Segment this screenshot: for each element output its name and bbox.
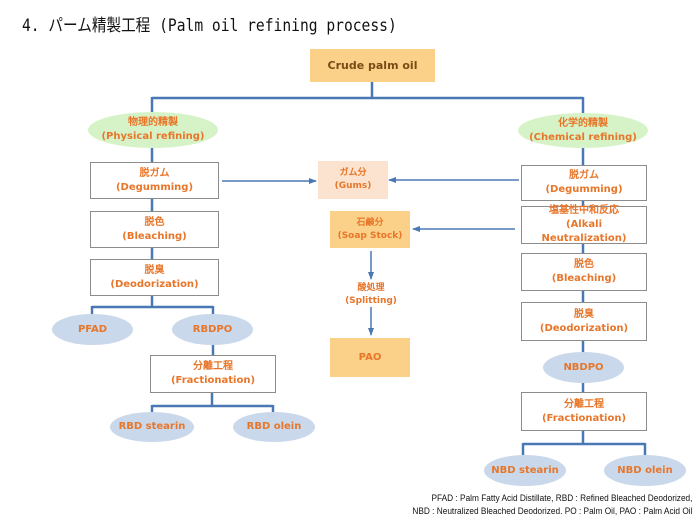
chemical-refining-en: (Chemical refining): [529, 131, 637, 143]
splitting-en: (Splitting): [345, 296, 397, 306]
physical-deodorization-node: 脱臭 (Deodorization): [90, 259, 219, 296]
step-en: (Degumming): [545, 184, 623, 195]
legend-line-2: NBD : Neutralized Bleached Deodorized. P…: [411, 506, 692, 516]
physical-degumming-node: 脱ガム (Degumming): [90, 162, 219, 199]
physical-refining-node: 物理的精製 (Physical refining): [88, 112, 218, 148]
nbdpo-label: NBDPO: [563, 361, 604, 373]
pao-label: PAO: [358, 351, 382, 363]
gums-en: (Gums): [334, 181, 372, 191]
step-jp: 脱色: [144, 216, 165, 228]
page-title: 4. パーム精製工程 (Palm oil refining process): [22, 16, 397, 36]
step-jp: 脱臭: [144, 264, 165, 276]
chemical-alkali-neutralization-node: 塩基性中和反応 (Alkali Neutralization): [521, 205, 647, 244]
pfad-node: PFAD: [52, 314, 133, 345]
step-jp: 脱ガム: [569, 170, 599, 181]
soap-stock-node: 石鹸分 (Soap Stock): [330, 211, 410, 248]
step-en: (Deodorization): [539, 322, 629, 334]
step-en: (Degumming): [115, 181, 194, 193]
chemical-refining-node: 化学的精製 (Chemical refining): [518, 113, 648, 148]
crude-palm-oil-node: Crude palm oil: [310, 49, 435, 82]
step-en: (Deodorization): [110, 278, 199, 290]
nbd-olein-node: NBD olein: [604, 455, 686, 486]
step-jp: 塩基性中和反応: [549, 205, 619, 216]
splitting-jp: 酸処理: [357, 283, 385, 293]
step-en: (Alkali Neutralization): [541, 219, 627, 244]
soap-stock-jp: 石鹸分: [356, 217, 384, 228]
gums-node: ガム分 (Gums): [318, 161, 388, 199]
physical-refining-en: (Physical refining): [101, 131, 205, 142]
chemical-fractionation-node: 分離工程 (Fractionation): [521, 392, 647, 431]
rbd-stearin-node: RBD stearin: [110, 412, 194, 442]
step-jp: 脱ガム: [139, 167, 170, 179]
rbd-stearin-label: RBD stearin: [118, 421, 186, 432]
crude-palm-oil-label: Crude palm oil: [327, 58, 418, 72]
rbdpo-node: RBDPO: [172, 314, 253, 345]
abbreviation-legend: PFAD : Palm Fatty Acid Distillate, RBD :…: [412, 492, 692, 518]
physical-bleaching-node: 脱色 (Bleaching): [90, 211, 219, 248]
step-jp: 脱臭: [574, 308, 594, 320]
nbd-olein-label: NBD olein: [617, 464, 673, 476]
nbd-stearin-label: NBD stearin: [491, 464, 559, 476]
physical-fractionation-node: 分離工程 (Fractionation): [150, 355, 276, 393]
legend-line-1: PFAD : Palm Fatty Acid Distillate, RBD :…: [431, 493, 692, 503]
rbd-olein-label: RBD olein: [246, 421, 302, 432]
step-en: (Fractionation): [541, 412, 627, 424]
splitting-node: 酸処理 (Splitting): [330, 283, 412, 307]
chemical-refining-jp: 化学的精製: [558, 117, 608, 129]
rbd-olein-node: RBD olein: [233, 412, 315, 442]
soap-stock-en: (Soap Stock): [337, 230, 403, 241]
rbdpo-label: RBDPO: [192, 323, 233, 335]
gums-jp: ガム分: [339, 168, 367, 178]
physical-refining-jp: 物理的精製: [128, 117, 178, 128]
step-en: (Bleaching): [122, 230, 187, 242]
step-jp: 脱色: [574, 259, 594, 270]
pfad-label: PFAD: [77, 323, 108, 335]
chemical-degumming-node: 脱ガム (Degumming): [521, 165, 647, 201]
chemical-bleaching-node: 脱色 (Bleaching): [521, 253, 647, 291]
step-en: (Bleaching): [551, 273, 617, 284]
nbdpo-node: NBDPO: [543, 352, 624, 383]
step-jp: 分離工程: [193, 361, 233, 372]
pao-node: PAO: [330, 338, 410, 377]
step-jp: 分離工程: [564, 398, 604, 410]
nbd-stearin-node: NBD stearin: [484, 455, 566, 486]
chemical-deodorization-node: 脱臭 (Deodorization): [521, 302, 647, 341]
step-en: (Fractionation): [170, 375, 256, 386]
